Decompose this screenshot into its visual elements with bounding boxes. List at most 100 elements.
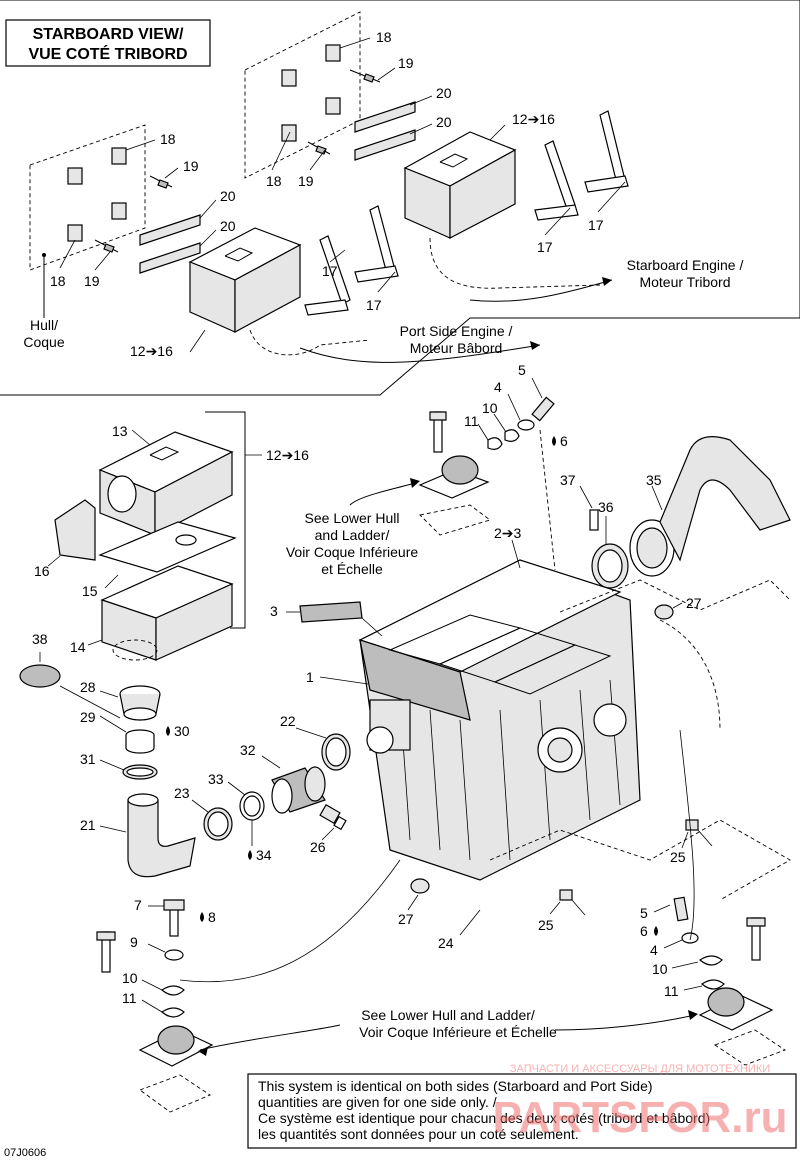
ring-33 [239,791,265,821]
straps-port [304,205,399,316]
hull-label-line2: Coque [23,334,64,350]
label-25b: 25 [670,849,686,865]
hose-elbow-21 [127,799,196,878]
label-18c: 18 [160,131,176,147]
lower-hull-label-1-line4: et Échelle [321,561,383,577]
label-2-3: 2➔3 [494,525,522,541]
label-8: 8 [208,909,216,925]
clamp-23 [203,807,233,841]
label-19d: 19 [84,273,100,289]
label-14: 14 [70,639,86,655]
bolt-5b [673,896,689,922]
port-engine-path [249,329,371,356]
engine-mount-bottom-left [96,931,214,1113]
starboard-engine-label-line1: Starboard Engine / [627,257,744,273]
adapter-28 [119,685,161,721]
watermark-line1: ЗАПЧАСТИ И АКСЕССУАРЫ ДЛЯ МОТОТЕХНИКИ [510,1063,770,1075]
label-7: 7 [134,897,142,913]
starboard-engine-path [429,237,601,289]
clip-25a [559,889,573,901]
label-27a: 27 [686,595,702,611]
washer-9 [164,949,184,961]
label-25a: 25 [538,917,554,933]
inset-frame [0,0,800,396]
label-9: 9 [130,934,138,950]
hull-label-line1: Hull/ [30,317,58,333]
label-18b: 18 [266,173,282,189]
lower-hull-label-2-line2: Voir Coque Inférieure et Échelle [359,1024,557,1040]
silencer-base-14 [100,565,234,661]
label-18d: 18 [50,273,66,289]
engine-mount-top [418,411,491,536]
lower-hull-label-1-line3: Voir Coque Inférieure [286,544,419,560]
lower-hull-label-2-line1: See Lower Hull and Ladder/ [361,1007,535,1023]
label-3: 3 [270,603,278,619]
group-bracket [205,411,246,629]
label-11b: 11 [122,990,137,1006]
gasket-15 [98,521,237,573]
port-engine-label-line2: Moteur Bâbord [410,340,503,356]
label-20c: 20 [220,188,236,204]
label-22: 22 [280,713,296,729]
engine-block [358,559,641,881]
lower-hull-label-1-line2: and Ladder/ [315,527,390,543]
intake-hose-32 [271,766,326,814]
loctite-drop-icon-5 [654,926,658,936]
label-27b: 27 [398,911,414,927]
foam-16 [54,499,96,561]
engine-mount-bottom-right [698,917,786,1066]
label-19c: 19 [183,158,199,174]
label-1: 1 [306,669,314,685]
label-13: 13 [112,423,128,439]
ring-29 [125,729,155,754]
decal-3 [299,601,363,623]
label-6b: 6 [640,923,648,939]
drawing-code: 07J0606 [4,1147,46,1159]
clamp-27b [410,878,430,894]
washer-10b [160,985,185,996]
label-19b: 19 [298,173,314,189]
note-box [247,1073,797,1149]
view-title-line1: STARBOARD VIEW/ [33,26,184,43]
label-28: 28 [80,679,96,695]
label-38: 38 [32,631,48,647]
label-11a: 11 [464,413,479,429]
label-20d: 20 [220,218,236,234]
view-title-line2: VUE COTÉ TRIBORD [28,44,187,63]
label-31: 31 [80,751,96,767]
label-17d: 17 [366,297,382,313]
label-19a: 19 [398,55,414,71]
note-line1: This system is identical on both sides (… [258,1078,653,1094]
hull-brackets-right [281,44,341,142]
label-15: 15 [82,583,98,599]
label-32: 32 [240,742,256,758]
starboard-engine-label-line2: Moteur Tribord [639,274,730,290]
straps-starboard [534,110,629,221]
loctite-drop-icon-2 [248,850,252,860]
clamp-36 [591,543,629,589]
bolt-7 [169,907,179,937]
hull-panel-left [29,124,146,271]
bolt-5a [531,396,555,422]
note-line3: Ce système est identique pour chacun des… [258,1110,710,1126]
washer-4b [681,932,699,944]
label-21: 21 [80,817,96,833]
exhaust-pipe-35 [629,436,791,577]
hull-panel-right [244,11,361,179]
label-29: 29 [80,709,96,725]
sensor-26 [319,803,347,831]
loctite-drop-icon-4 [200,912,204,922]
label-33: 33 [208,771,224,787]
label-12-16a: 12➔16 [512,111,555,127]
foam-strips-left [139,214,201,274]
clamp-22 [321,733,351,771]
watermark-line2: PARTSFOR.ru [493,1093,788,1142]
washer-11b [160,1007,185,1018]
label-30: 30 [174,723,190,739]
label-6a: 6 [560,433,568,449]
label-34: 34 [256,847,272,863]
loctite-drop-icon [166,726,170,736]
label-4a: 4 [494,379,502,395]
label-17a: 17 [537,239,553,255]
